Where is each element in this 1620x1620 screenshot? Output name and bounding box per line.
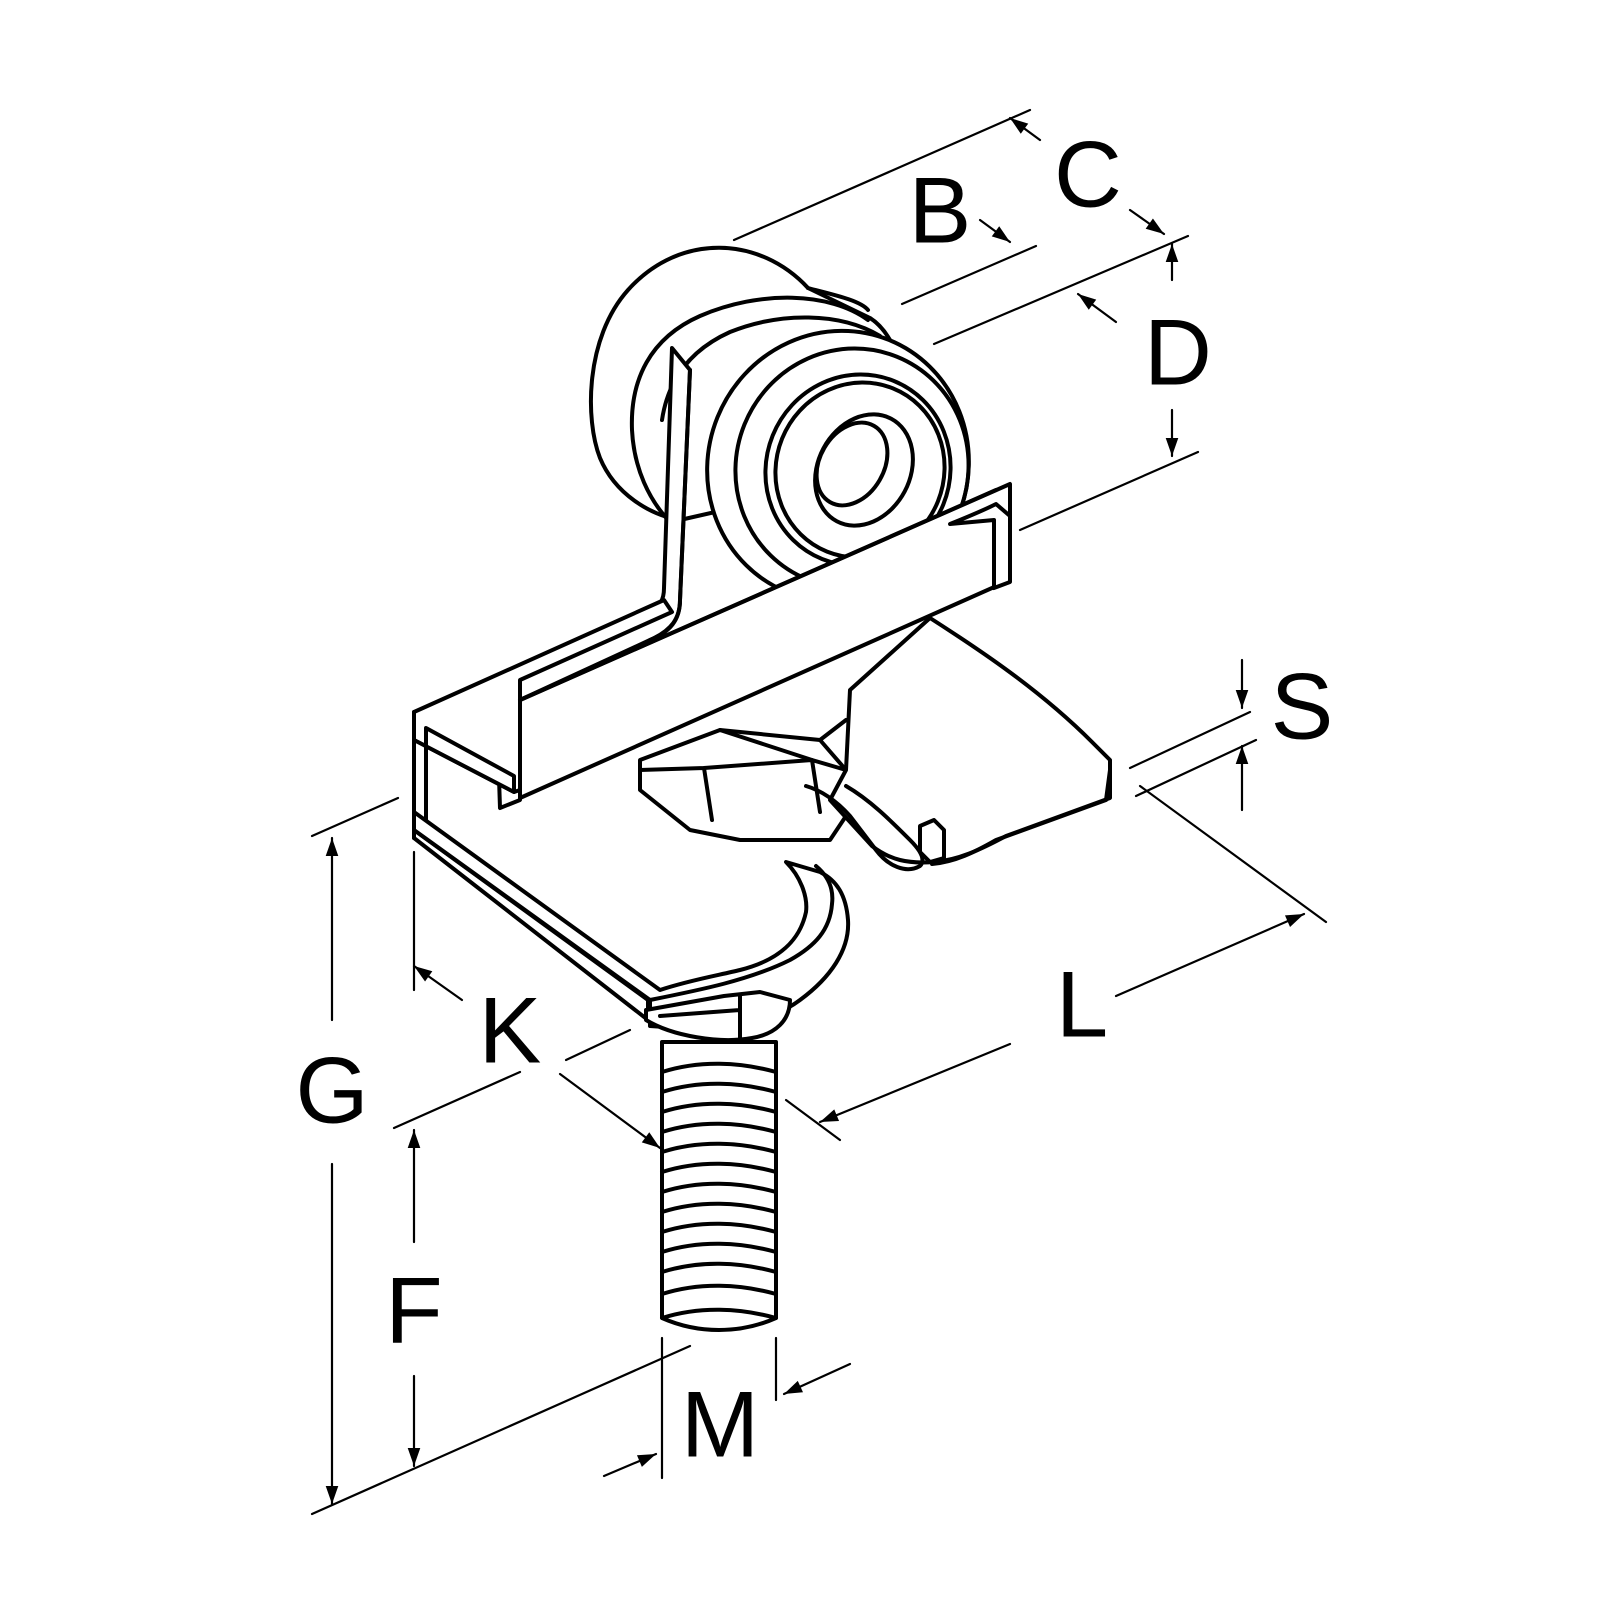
bolt-threads [660,1061,778,1320]
dimension-arrow-m-right [782,1362,852,1396]
dimension-arrow-c-top [1008,116,1042,142]
bolt-head [644,990,792,1042]
dimension-arrow-l-left [818,1042,1012,1124]
axle-hole-icon [814,420,890,508]
clamp-plate-top [828,616,1112,865]
extension-line-g-bottom [310,1344,692,1516]
extension-line-top-wheel [732,108,1032,242]
dimension-arrow-l-right [1114,912,1306,998]
wheel-groove-outer [629,295,870,522]
dimension-labels: B C D S L K G F M [295,122,1333,1477]
dimension-label-f: F [385,1258,442,1363]
dimension-arrow-m-left [602,1452,658,1478]
bracket-base-edge [648,864,835,1002]
extension-line-b [900,244,1038,306]
clamp-wire [804,784,925,872]
dimension-label-b: B [909,158,972,263]
dimension-arrow-k-top [412,964,464,1002]
extension-line-s-top [1128,710,1252,770]
dimension-label-d: D [1144,300,1212,405]
roller-hanger-part [412,245,1112,1332]
dimension-label-l: L [1056,952,1108,1057]
dimension-lines [310,108,1328,1516]
extension-line-l-right [1138,784,1328,924]
bracket-plate-face [648,368,692,642]
extension-line-s-bottom [1134,738,1258,798]
dimension-arrow-b [978,218,1012,244]
dimension-arrow-d-diag [1076,292,1118,324]
bearing-ring-inner [773,380,947,560]
hex-nut [638,718,852,842]
dimension-arrow-k-bottom [558,1072,662,1150]
bracket-end-tab [948,502,1012,590]
hex-nut-body [638,728,852,842]
extension-line-k-top [310,796,400,838]
clamp-plate [804,616,1112,872]
dimension-label-g: G [295,1038,368,1143]
bracket [412,346,1012,1022]
dimension-arrow-c-bottom [1128,208,1166,236]
extension-line-c [932,234,1190,346]
extension-line-f-top [392,1070,522,1130]
bracket-long-bar-top [518,488,998,702]
extension-line-d-bottom [1018,450,1200,532]
dimension-label-c: C [1054,122,1122,227]
extension-line-l-left [784,1098,842,1142]
dimension-label-k: K [479,978,542,1083]
hex-nut-top [718,718,848,762]
dimension-label-s: S [1271,654,1334,759]
bolt-head-face [658,994,742,1046]
wheel-flange-edge [806,286,870,312]
threaded-bolt [644,990,792,1332]
extension-line-k-bolt [564,1028,632,1062]
dimension-label-m: M [681,1372,759,1477]
clamp-plate-edge [930,768,1112,866]
